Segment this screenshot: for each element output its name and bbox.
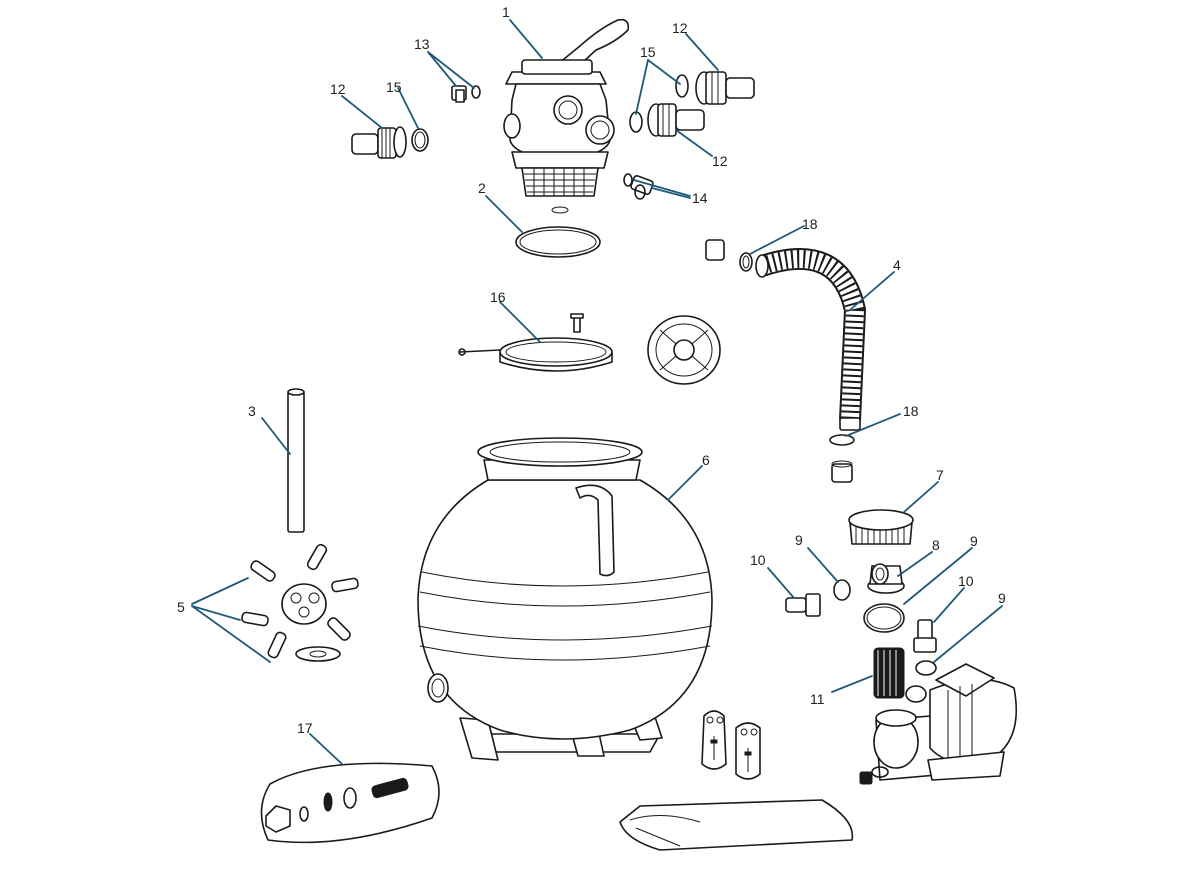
- multiport-valve: [503, 18, 630, 214]
- hose-adapter-right-bottom: [629, 103, 705, 137]
- callout-10b: 10: [958, 573, 974, 589]
- union-fitting: [867, 563, 905, 594]
- hose-tail-10a: [785, 593, 821, 617]
- callout-8: 8: [932, 537, 940, 553]
- strainer-lid: [848, 509, 914, 545]
- leader-9c: [933, 605, 1003, 663]
- hose-clamp-bottom: [829, 434, 855, 483]
- callout-16: 16: [490, 289, 506, 305]
- oring-9b: [863, 603, 905, 633]
- pool-pump: [859, 663, 1018, 785]
- hose-tail-10b: [913, 619, 937, 653]
- leader-14a: [633, 179, 691, 197]
- leader-10a: [767, 567, 795, 599]
- valve-oring: [515, 226, 601, 258]
- pump-strainer-basket: [873, 647, 905, 699]
- leader-18a: [749, 225, 805, 255]
- callout-14: 14: [692, 190, 708, 206]
- leader-12a: [341, 95, 383, 129]
- leader-3: [261, 417, 291, 455]
- callout-18b: 18: [903, 403, 919, 419]
- laterals-hub: [241, 543, 359, 662]
- leader-13a: [427, 51, 457, 87]
- callout-9c: 9: [998, 590, 1006, 606]
- hose-adapter-left: [351, 126, 429, 159]
- callout-3: 3: [248, 403, 256, 419]
- leader-9b: [903, 547, 973, 605]
- callout-numbers: 1 2 3 4 5 6 7 8 9 9 9 10 10 11 12 12 12 …: [177, 4, 1006, 736]
- tank-clamp: [458, 313, 613, 372]
- leader-18b: [845, 413, 901, 437]
- base-tray: [619, 799, 854, 851]
- flexible-hose: [755, 248, 867, 431]
- callout-11: 11: [810, 691, 825, 707]
- leader-11: [831, 675, 873, 693]
- leader-13b: [427, 51, 475, 89]
- leader-15c: [635, 59, 649, 115]
- leader-9a: [807, 547, 839, 583]
- leader-1: [509, 19, 543, 59]
- callout-2: 2: [478, 180, 486, 196]
- leader-5a: [191, 577, 249, 605]
- callout-5: 5: [177, 599, 185, 615]
- leader-6: [667, 465, 703, 501]
- callout-12b: 12: [672, 20, 688, 36]
- diffuser-cap: [647, 315, 721, 385]
- leader-5c: [191, 605, 271, 663]
- callout-4: 4: [893, 257, 901, 273]
- small-fittings: [623, 173, 654, 200]
- callout-15a: 15: [386, 79, 402, 95]
- filter-tank: [417, 437, 713, 761]
- drain-plug-small: [451, 85, 481, 103]
- callout-7: 7: [936, 467, 944, 483]
- callout-15b: 15: [640, 44, 656, 60]
- leader-12c: [675, 129, 713, 157]
- callout-12c: 12: [712, 153, 728, 169]
- callout-6: 6: [702, 452, 710, 468]
- oring-9a: [833, 579, 851, 601]
- leader-7: [903, 481, 939, 513]
- callout-17: 17: [297, 720, 313, 736]
- callout-1: 1: [502, 4, 510, 20]
- oring-9c: [915, 660, 937, 676]
- leader-2: [485, 195, 523, 233]
- callout-leader-lines: [191, 19, 1003, 765]
- leader-8: [897, 551, 933, 577]
- callout-13: 13: [414, 36, 430, 52]
- callout-9b: 9: [970, 533, 978, 549]
- leader-12b: [685, 33, 719, 71]
- hose-clamp-top: [705, 239, 753, 272]
- leader-10b: [933, 587, 965, 623]
- leader-14b: [651, 187, 691, 199]
- leader-5b: [191, 605, 241, 621]
- callout-12a: 12: [330, 81, 346, 97]
- callout-10a: 10: [750, 552, 766, 568]
- drain-kit: [260, 762, 440, 844]
- mounting-brackets: [701, 710, 761, 780]
- callout-18a: 18: [802, 216, 818, 232]
- callout-9a: 9: [795, 532, 803, 548]
- center-pipe: [287, 388, 305, 533]
- hose-adapter-right-top: [675, 71, 755, 105]
- leader-15b: [647, 59, 681, 85]
- leader-16: [499, 301, 541, 343]
- leader-4: [849, 271, 895, 311]
- leader-17: [309, 733, 343, 765]
- leader-15a: [397, 87, 419, 129]
